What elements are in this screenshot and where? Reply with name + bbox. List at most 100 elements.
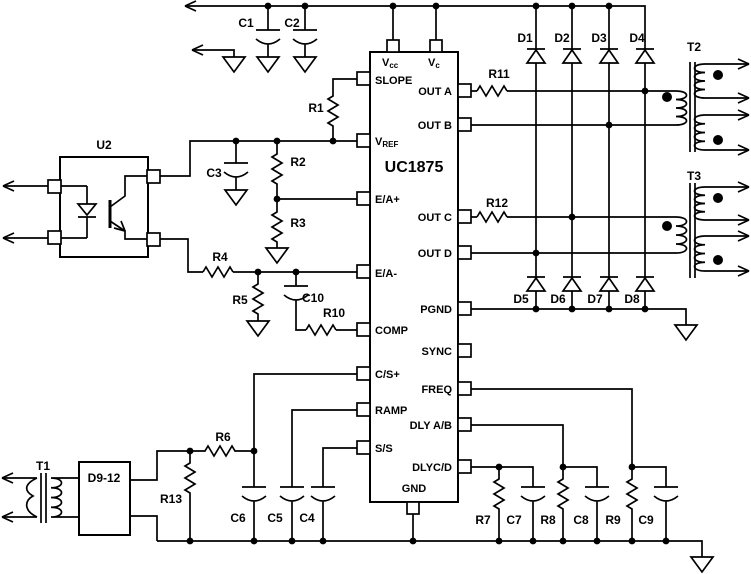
wire-ramp-net bbox=[291, 409, 357, 487]
resistor-r7 bbox=[492, 467, 506, 541]
offpage-arrow-icon bbox=[1, 472, 14, 523]
ic-part-number: UC1875 bbox=[385, 159, 444, 176]
label-d6: D6 bbox=[550, 292, 566, 306]
label-pin-ss: S/S bbox=[375, 443, 393, 455]
transformer-t3 bbox=[662, 181, 750, 278]
offpage-ground-branch bbox=[191, 44, 247, 74]
label-c6: C6 bbox=[230, 511, 246, 525]
pin-ramp bbox=[356, 402, 371, 417]
capacitor-c4 bbox=[310, 486, 336, 541]
transformer-t2 bbox=[662, 58, 750, 156]
wire-freq-net bbox=[471, 388, 667, 487]
label-c10: C10 bbox=[302, 291, 324, 305]
u2-pin bbox=[146, 169, 161, 184]
diode-d2 bbox=[561, 48, 583, 64]
offpage-arrow-icon bbox=[737, 58, 750, 156]
label-r2: R2 bbox=[290, 155, 306, 169]
label-r13: R13 bbox=[160, 492, 182, 506]
u2-pin bbox=[47, 179, 62, 194]
resistor-r4 bbox=[202, 265, 234, 279]
label-r7: R7 bbox=[475, 513, 491, 527]
diode-d4 bbox=[634, 48, 656, 64]
capacitor-c2 bbox=[292, 6, 318, 74]
label-pin-vcc: Vcc bbox=[382, 57, 399, 70]
label-pin-dly-ab: DLY A/B bbox=[410, 420, 452, 432]
label-d1: D1 bbox=[517, 31, 533, 45]
t1-core bbox=[40, 473, 47, 523]
label-pin-out-b: OUT B bbox=[418, 120, 452, 132]
u2-pin bbox=[146, 232, 161, 247]
phase-dot bbox=[662, 221, 672, 231]
d9-12-body bbox=[78, 461, 131, 536]
pin-out-a bbox=[457, 83, 472, 98]
label-c9: C9 bbox=[638, 513, 654, 527]
t2-secondary-winding-1 bbox=[693, 63, 749, 99]
ground-symbol bbox=[255, 56, 281, 74]
resistor-r11 bbox=[476, 84, 508, 98]
ground-symbol bbox=[245, 320, 271, 338]
label-r5: R5 bbox=[232, 293, 248, 307]
label-pin-out-d: OUT D bbox=[418, 248, 452, 260]
capacitor-c10 bbox=[283, 272, 309, 331]
resistor-r9 bbox=[625, 467, 639, 541]
pin-dly-cd bbox=[457, 459, 472, 474]
offpage-arrow-icon bbox=[191, 44, 204, 56]
label-r12: R12 bbox=[486, 196, 508, 210]
phototransistor-icon bbox=[108, 175, 147, 240]
wire-ea-minus-net bbox=[160, 238, 357, 273]
diode-d7 bbox=[598, 276, 620, 292]
label-pin-slope: SLOPE bbox=[375, 75, 412, 87]
wire-ss-net bbox=[322, 447, 357, 487]
label-pin-pgnd: PGND bbox=[420, 304, 452, 316]
pgnd-net bbox=[471, 308, 699, 342]
u2-pin bbox=[47, 230, 62, 245]
pin-ea-minus bbox=[356, 264, 371, 279]
wire-dly-ab-net bbox=[471, 424, 598, 487]
label-pin-vc: Vc bbox=[428, 57, 440, 70]
t2-primary-winding bbox=[675, 90, 688, 126]
capacitor-c5 bbox=[279, 486, 305, 541]
label-pin-freq: FREQ bbox=[421, 384, 452, 396]
t3-primary-winding bbox=[675, 216, 688, 254]
label-r3: R3 bbox=[290, 216, 306, 230]
pin-sync bbox=[457, 343, 472, 358]
pin-cs-plus bbox=[356, 366, 371, 381]
label-d9-12: D9-12 bbox=[88, 471, 121, 485]
label-c2: C2 bbox=[284, 16, 300, 30]
label-d8: D8 bbox=[624, 292, 640, 306]
label-t1: T1 bbox=[36, 459, 50, 473]
label-d2: D2 bbox=[554, 31, 570, 45]
diode-d5 bbox=[525, 276, 547, 292]
pin-dly-ab bbox=[457, 417, 472, 432]
pin-comp bbox=[356, 322, 371, 337]
junction-dots bbox=[186, 2, 670, 545]
label-d3: D3 bbox=[591, 31, 607, 45]
pin-ss bbox=[356, 440, 371, 455]
t1-primary-winding bbox=[25, 477, 38, 518]
u2-body bbox=[59, 156, 149, 258]
phase-dot bbox=[713, 255, 723, 265]
wire-dly-cd-net bbox=[471, 466, 534, 487]
label-pin-ea-minus: E/A- bbox=[375, 268, 397, 280]
label-pin-sync: SYNC bbox=[421, 346, 452, 358]
label-pin-gnd: GND bbox=[402, 483, 427, 495]
diode-d3 bbox=[598, 48, 620, 64]
label-d4: D4 bbox=[629, 31, 645, 45]
capacitor-c9 bbox=[653, 486, 679, 541]
label-pin-comp: COMP bbox=[375, 325, 408, 337]
label-pin-cs-plus: C/S+ bbox=[375, 369, 400, 381]
ground-rail bbox=[157, 540, 715, 574]
t3-secondary-winding-2 bbox=[693, 235, 749, 272]
resistor-r10 bbox=[305, 323, 357, 337]
vcc-rail bbox=[184, 0, 646, 49]
label-pin-vref: VREF bbox=[375, 136, 398, 149]
label-c1: C1 bbox=[238, 16, 254, 30]
resistor-r13 bbox=[183, 451, 197, 541]
pin-ea-plus bbox=[356, 191, 371, 206]
ground-symbol bbox=[221, 56, 247, 74]
label-r6: R6 bbox=[215, 430, 231, 444]
resistor-r8 bbox=[556, 467, 570, 541]
capacitor-c3 bbox=[223, 141, 249, 207]
diode-d8 bbox=[634, 276, 656, 292]
